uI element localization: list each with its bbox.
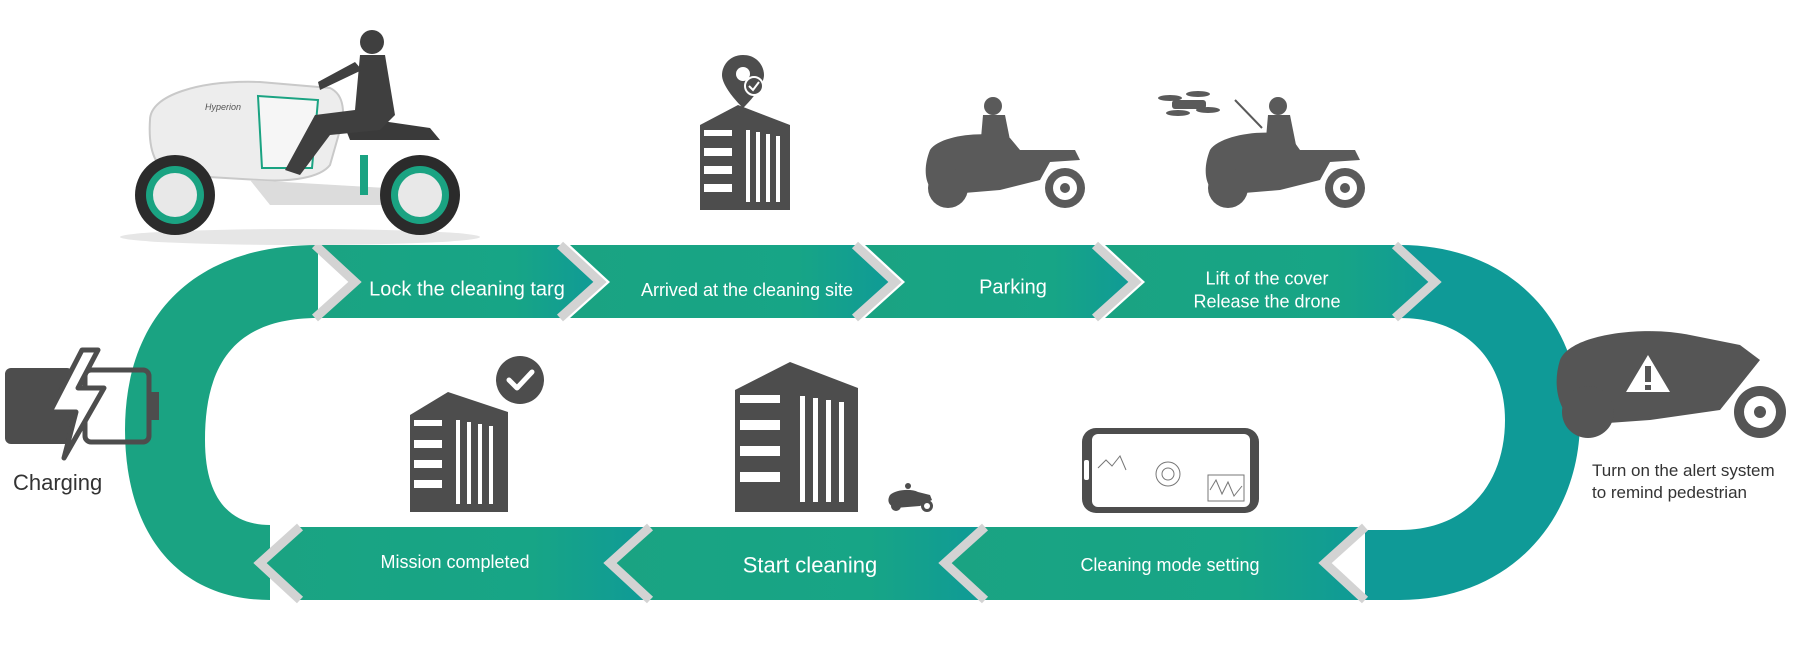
bottom-arrow-row bbox=[260, 527, 1365, 600]
step-label-mission-completed: Mission completed bbox=[380, 551, 530, 572]
alert-vehicle-group bbox=[1556, 331, 1786, 438]
office-building-icon bbox=[735, 362, 858, 512]
arrow-arrived bbox=[570, 245, 895, 318]
loop-right-curve bbox=[1365, 245, 1580, 600]
checkmark-badge-icon bbox=[496, 356, 544, 404]
scooter-vehicle-icon: Hyperion bbox=[120, 30, 480, 245]
bottom-arrow-borders bbox=[253, 523, 1369, 604]
top-arrow-borders bbox=[311, 241, 1442, 322]
alert-label-line2: to remind pedestrian bbox=[1592, 483, 1747, 503]
smartphone-icon bbox=[1082, 428, 1259, 513]
arrived-building-group bbox=[700, 55, 790, 210]
step-label-lift: Lift of the cover Release the drone bbox=[1193, 268, 1340, 313]
step-label-arrived: Arrived at the cleaning site bbox=[640, 279, 854, 300]
arrow-lock bbox=[315, 245, 600, 318]
arrow-lift bbox=[1105, 245, 1435, 318]
alert-warning-icon bbox=[1626, 355, 1670, 392]
loop-left-curve bbox=[125, 245, 318, 600]
charging-label: Charging bbox=[13, 470, 103, 495]
top-arrow-row bbox=[315, 245, 1435, 318]
step-label-lock: Lock the cleaning targ bbox=[369, 278, 565, 301]
location-pin-icon bbox=[722, 55, 764, 108]
arrow-cleaning-mode bbox=[935, 527, 1365, 600]
cleaning-vehicle-icon bbox=[925, 97, 1085, 208]
arrow-mission-completed bbox=[260, 527, 650, 600]
alert-label: Turn on the alert system to remind pedes… bbox=[1592, 460, 1775, 504]
completed-building-group bbox=[410, 356, 544, 512]
arrow-parking bbox=[865, 245, 1135, 318]
office-building-icon bbox=[410, 392, 508, 512]
office-building-icon bbox=[700, 105, 790, 210]
step-label-lift-line1: Lift of the cover bbox=[1205, 268, 1329, 289]
step-label-lift-line2: Release the drone bbox=[1193, 291, 1341, 311]
arrow-start-cleaning bbox=[600, 527, 985, 600]
step-label-cleaning-mode: Cleaning mode setting bbox=[1080, 554, 1260, 575]
vehicle-brand-text: Hyperion bbox=[205, 102, 241, 112]
cleaning-vehicle-icon bbox=[1205, 97, 1365, 208]
cleaning-vehicle-icon bbox=[1556, 331, 1786, 438]
battery-charging-icon bbox=[5, 347, 159, 461]
start-cleaning-group bbox=[735, 362, 933, 512]
step-label-start-cleaning: Start cleaning bbox=[742, 552, 878, 578]
drone-vehicle-group bbox=[1158, 91, 1365, 208]
step-label-parking: Parking bbox=[979, 276, 1047, 299]
drone-icon bbox=[1158, 91, 1220, 116]
cleaning-vehicle-icon bbox=[888, 483, 933, 512]
loop-track bbox=[125, 241, 1580, 604]
alert-label-line1: Turn on the alert system bbox=[1592, 461, 1775, 480]
